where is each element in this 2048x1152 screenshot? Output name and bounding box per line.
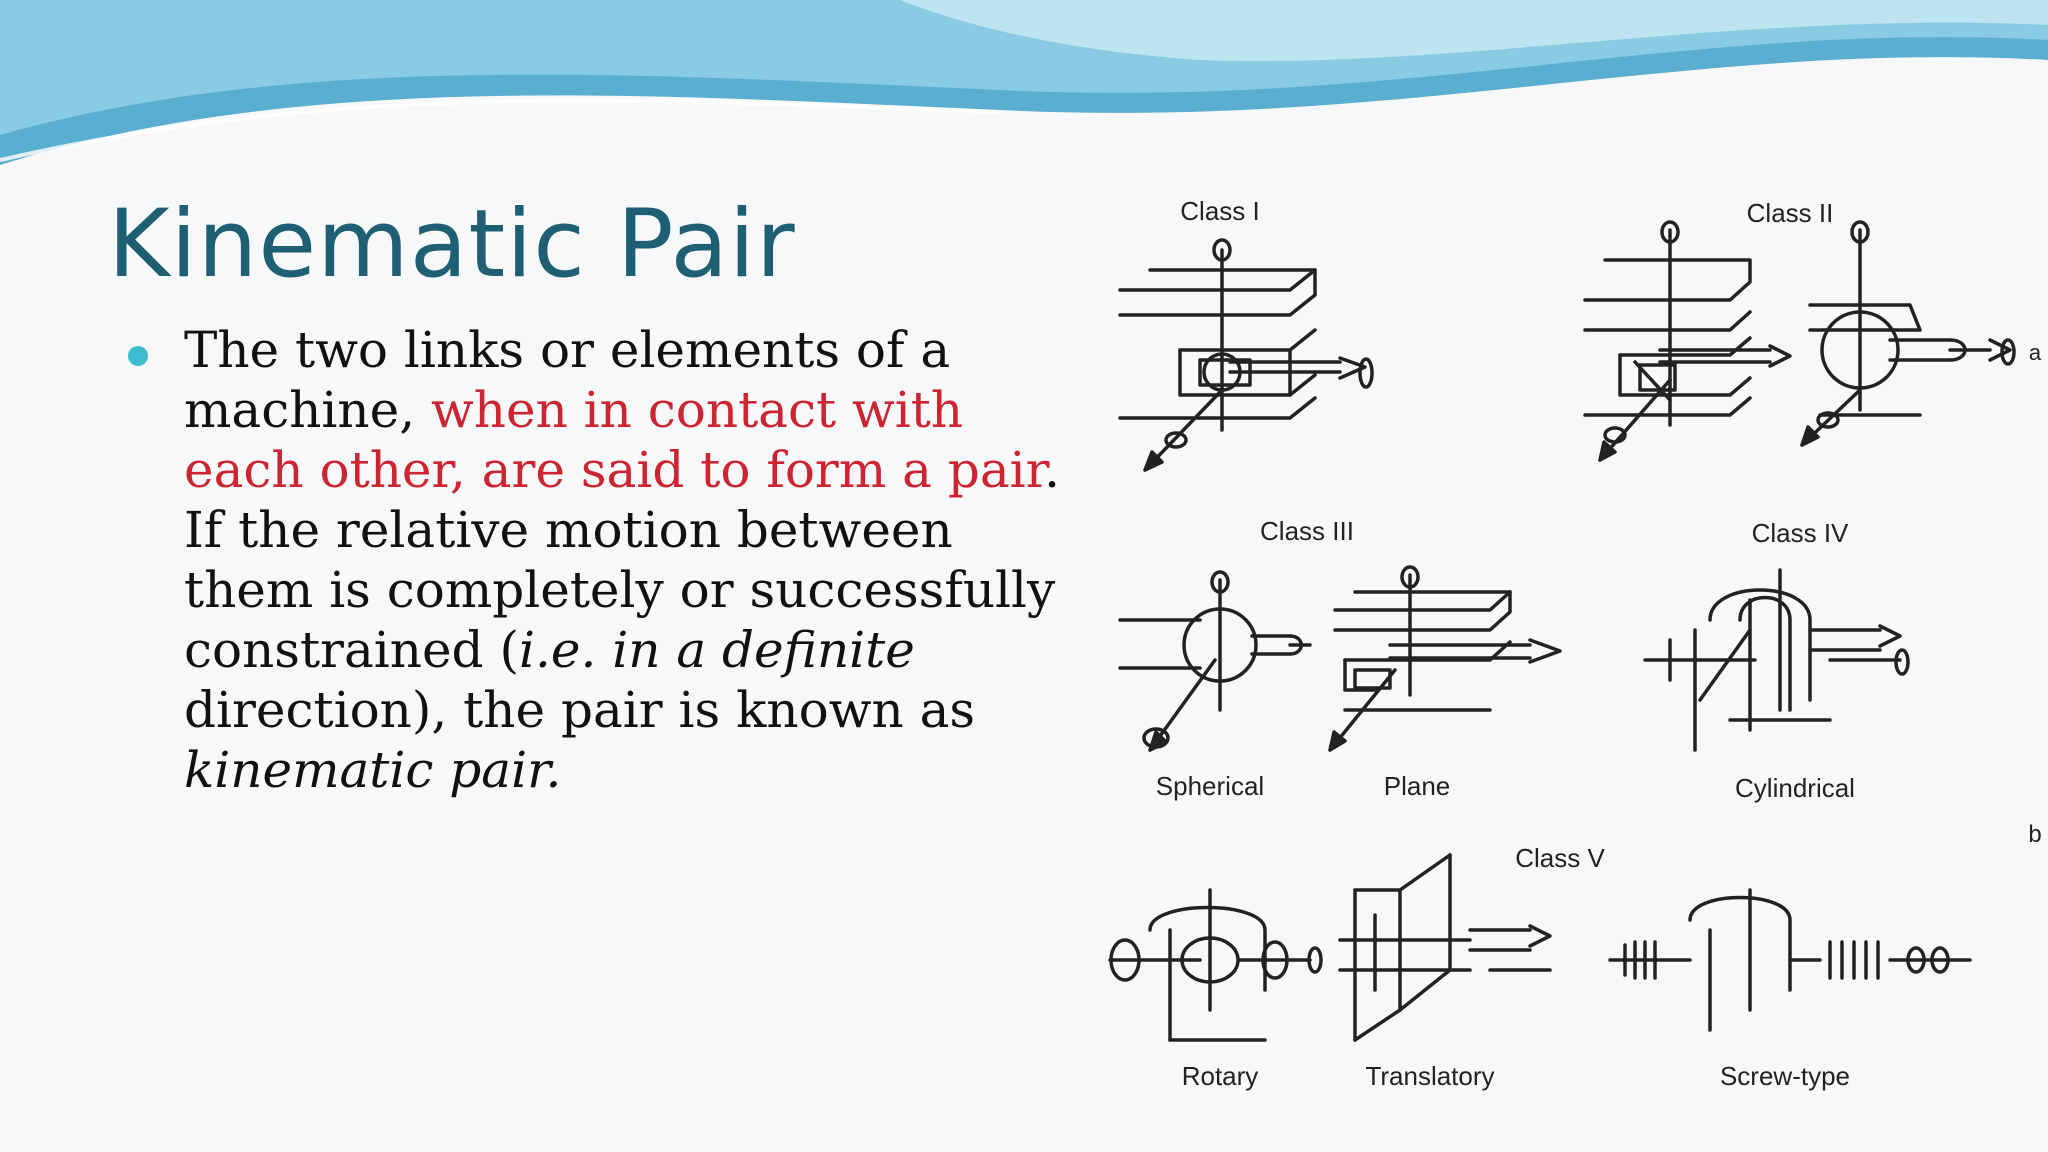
- plane-label: Plane: [1384, 771, 1451, 801]
- class-1-label: Class I: [1180, 196, 1259, 226]
- class-4-figure: [1643, 568, 1910, 752]
- class-2-label: Class II: [1747, 198, 1834, 228]
- class-5-label: Class V: [1515, 843, 1605, 873]
- side-mark-b: b: [2028, 821, 2041, 848]
- cylindrical-label: Cylindrical: [1735, 773, 1855, 803]
- header-wave-banner: [0, 0, 2048, 165]
- spherical-label: Spherical: [1156, 771, 1264, 801]
- class-5-figure: [1108, 853, 1972, 1042]
- class-3-figure: [1118, 565, 1562, 752]
- side-mark-a: a: [2029, 340, 2042, 365]
- text-part-3: . If the relative motion between them is…: [184, 441, 1060, 679]
- italic-text-1: i.e. in a definite: [518, 621, 915, 679]
- italic-text-2: kinematic pair.: [184, 741, 562, 799]
- kinematic-pair-classes-diagram: Class I Class II Class III Class IV Clas…: [1108, 196, 2042, 1091]
- text-part-1: The two links or elements of a machine,: [184, 321, 951, 439]
- highlighted-text: when in contact with each other, are sai…: [184, 381, 1045, 499]
- rotary-label: Rotary: [1182, 1061, 1259, 1091]
- text-part-5: direction), the pair is known as: [184, 681, 976, 739]
- slide-title: Kinematic Pair: [108, 190, 796, 299]
- bullet-icon: [128, 346, 148, 366]
- class-4-label: Class IV: [1752, 518, 1849, 548]
- bullet-text: The two links or elements of a machine, …: [184, 320, 1064, 800]
- screw-type-label: Screw-type: [1720, 1061, 1850, 1091]
- translatory-label: Translatory: [1365, 1061, 1494, 1091]
- class-2-figure: [1583, 220, 2016, 462]
- class-3-label: Class III: [1260, 516, 1354, 546]
- class-1-figure: [1118, 238, 1374, 472]
